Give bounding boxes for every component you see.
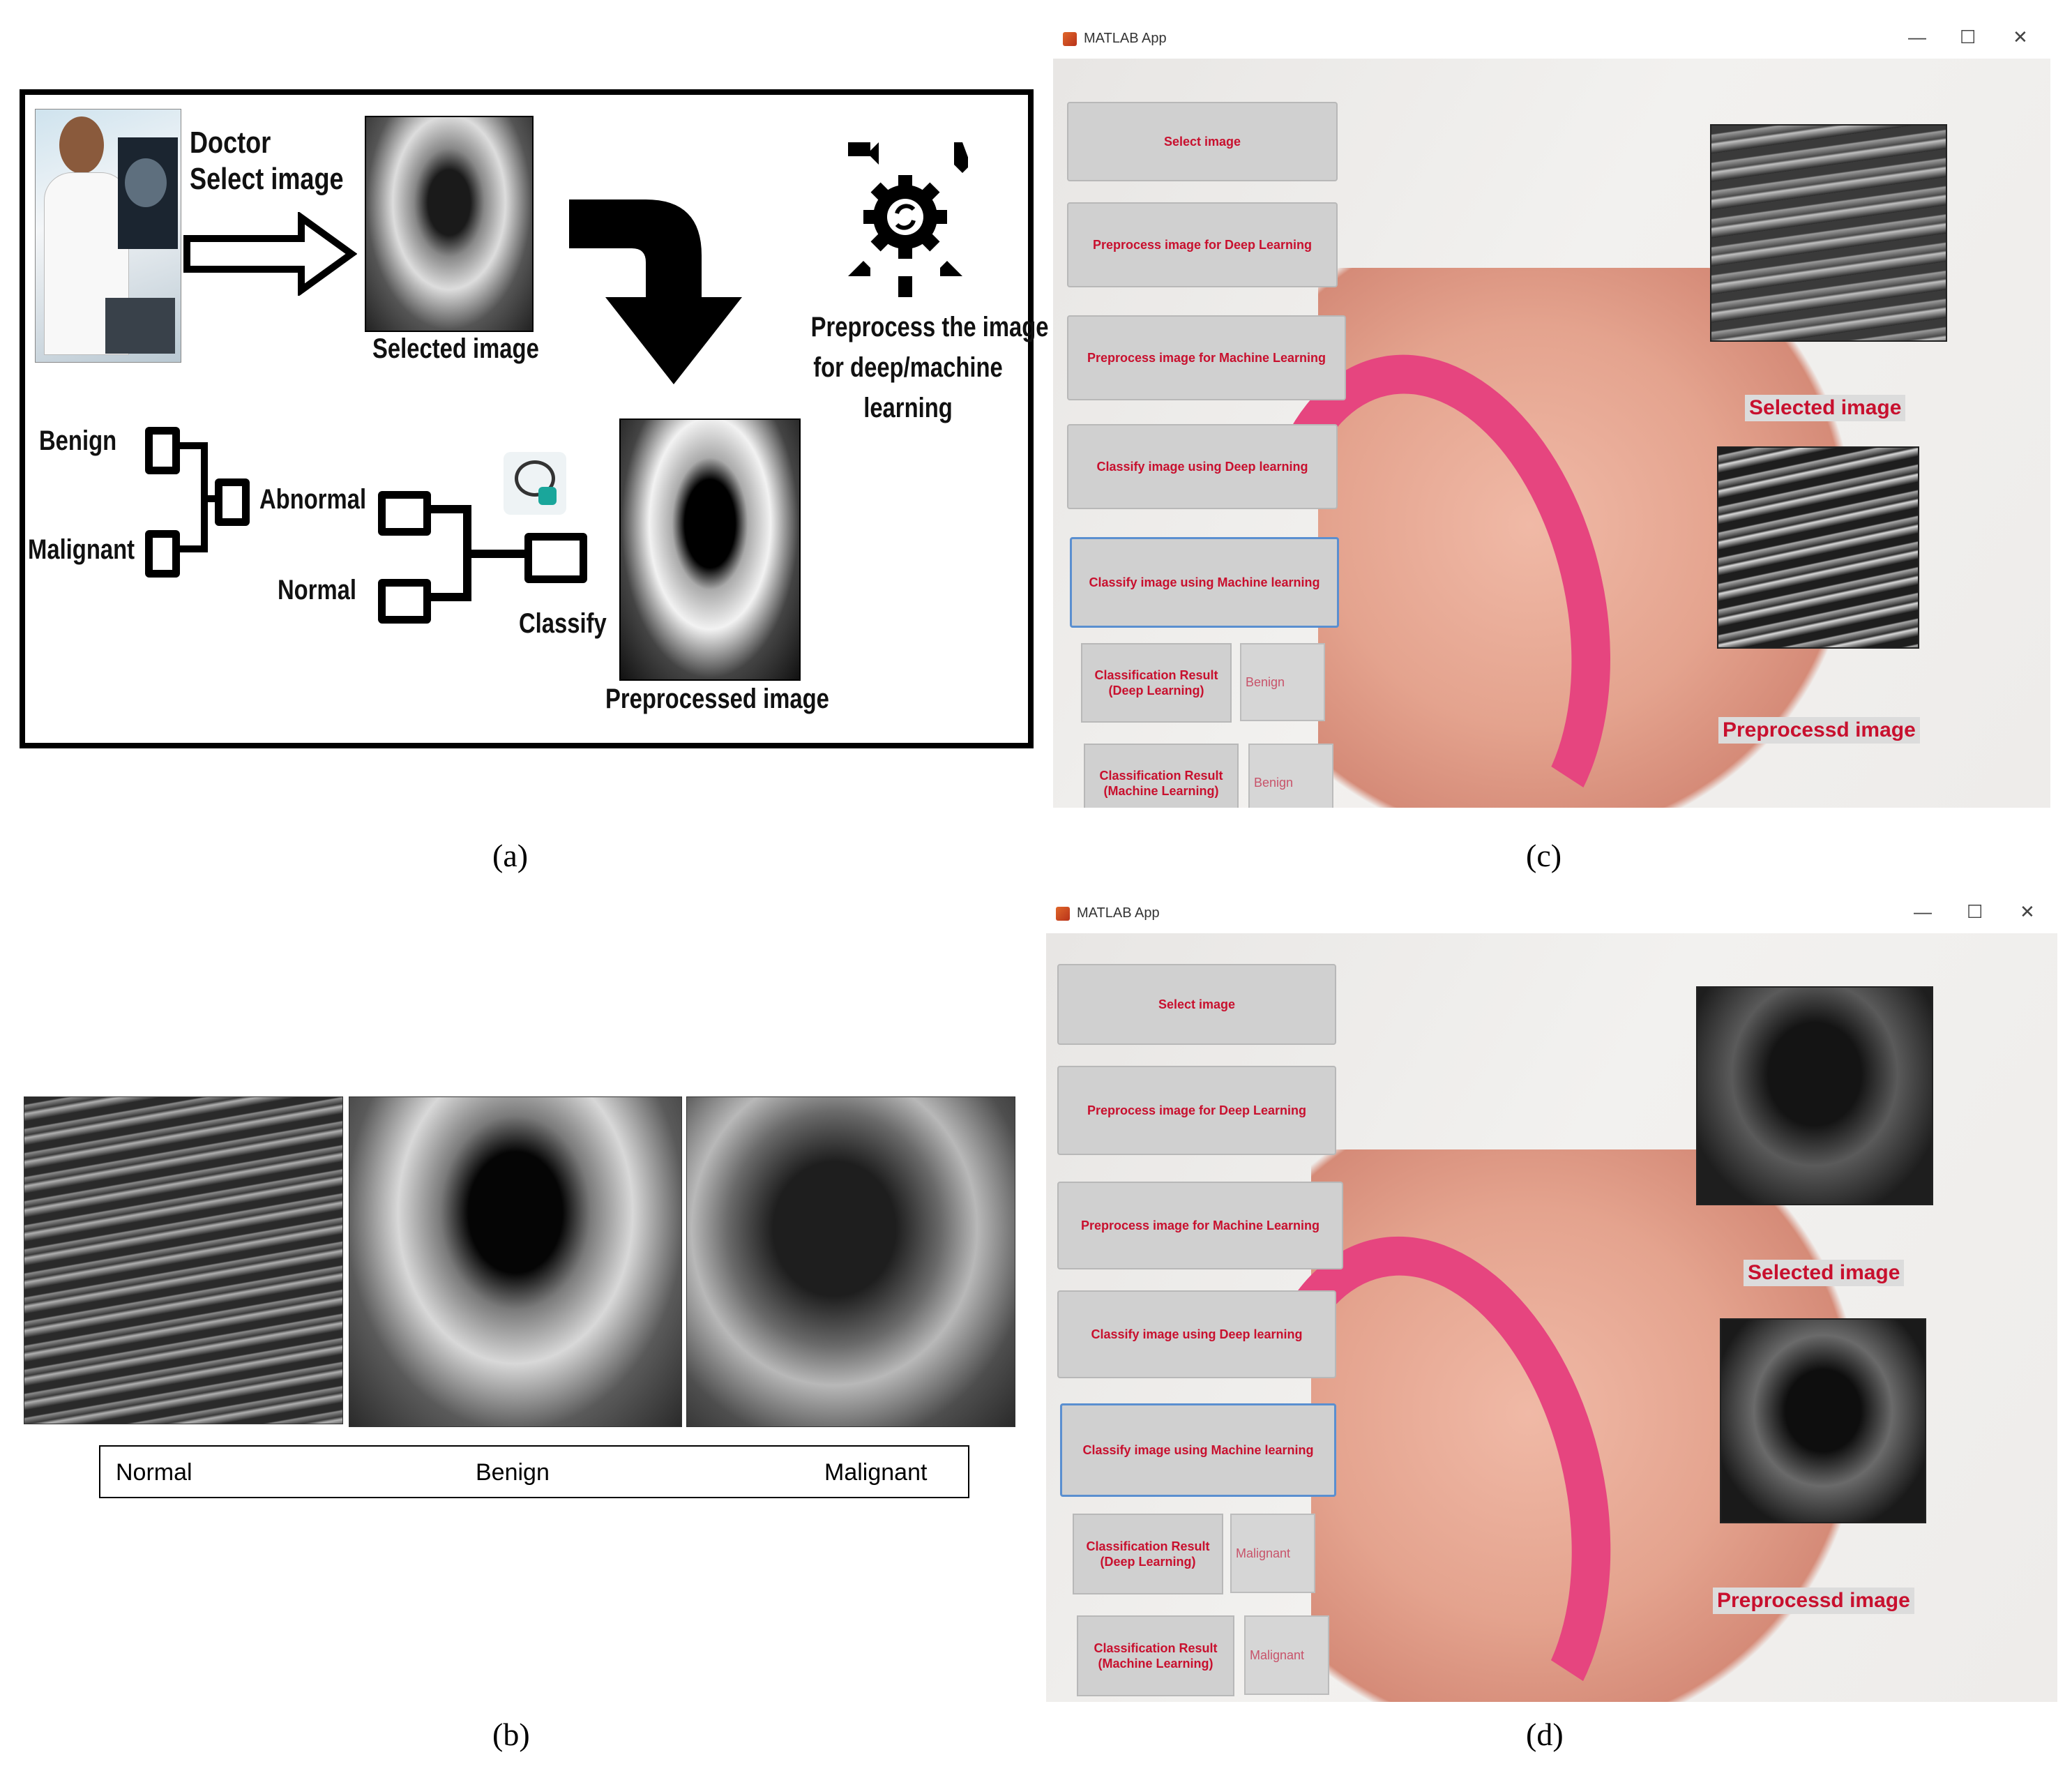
selected-ultrasound-image [365,116,534,332]
preprocess-caption: Preprocess the image for deep/machine le… [810,312,1049,423]
matlab-app-window-d: MATLAB App — ☐ ✕ Select image Preprocess… [1046,894,2057,1702]
app-canvas: Select image Preprocess image for Deep L… [1053,59,2050,808]
selected-image-display [1710,124,1947,342]
selected-image-caption: Selected image [1744,1260,1905,1286]
curved-arrow-down-icon [569,199,742,384]
class-labels-bar: Normal Benign Malignant [99,1445,969,1498]
window-title: MATLAB App [1077,905,1160,921]
preprocess-deep-learning-button[interactable]: Preprocess image for Deep Learning [1067,202,1338,287]
classification-result-machine-value: Benign [1248,744,1333,808]
select-image-button[interactable]: Select image [1067,102,1338,181]
matlab-logo-icon [1063,32,1077,46]
subfigure-label-c: (c) [1526,838,1562,873]
classification-result-machine-value: Malignant [1244,1615,1329,1695]
classify-machine-learning-button[interactable]: Classify image using Machine learning [1060,1403,1336,1497]
classification-result-machine-label: Classification Result (Machine Learning) [1084,744,1239,808]
select-image-label: Select image [190,162,344,196]
benign-ultrasound-image [349,1096,682,1427]
workflow-diagram: Doctor Select image Selected image Prepr… [20,89,1049,748]
classification-result-deep-label: Classification Result (Deep Learning) [1073,1514,1223,1594]
benign-class-label: Benign [476,1459,550,1486]
classification-result-deep-value: Benign [1240,643,1325,721]
matlab-app-window-c: MATLAB App — ☐ ✕ Select image Preprocess… [1053,20,2050,808]
subfigure-label-b: (b) [492,1717,530,1752]
minimize-button[interactable]: — [1914,901,1932,922]
classify-deep-learning-button[interactable]: Classify image using Deep learning [1057,1290,1336,1378]
select-image-button[interactable]: Select image [1057,964,1336,1045]
minimize-button[interactable]: — [1908,27,1926,47]
tree-diagram-icon [25,95,587,624]
preprocessed-image-display [1717,446,1919,649]
subfigure-label-a: (a) [492,838,529,873]
classify-deep-learning-button[interactable]: Classify image using Deep learning [1067,424,1338,509]
classification-result-deep-label: Classification Result (Deep Learning) [1081,643,1232,723]
preprocess-machine-learning-button[interactable]: Preprocess image for Machine Learning [1057,1182,1343,1269]
normal-label: Normal [278,575,357,605]
preprocessed-image-caption: Preprocessd image [1713,1588,1914,1614]
preprocess-machine-learning-button[interactable]: Preprocess image for Machine Learning [1067,315,1346,400]
maximize-button[interactable]: ☐ [1967,901,1983,922]
classify-label: Classify [519,608,607,639]
matlab-logo-icon [1056,907,1070,921]
malignant-ultrasound-image [686,1096,1015,1427]
classify-machine-learning-button[interactable]: Classify image using Machine learning [1070,537,1339,628]
doctor-label: Doctor [190,126,271,160]
malignant-class-label: Malignant [824,1459,928,1486]
window-title: MATLAB App [1084,31,1167,46]
preprocessed-image-display [1720,1318,1926,1523]
close-button[interactable]: ✕ [2013,27,2028,47]
classification-result-machine-label: Classification Result (Machine Learning) [1077,1615,1234,1696]
ai-brain-icon [504,452,566,515]
title-bar: MATLAB App — ☐ ✕ [1046,894,2057,935]
abnormal-label: Abnormal [259,484,367,515]
preprocessed-image-caption: Preprocessd image [1718,717,1920,744]
malignant-label: Malignant [28,534,135,565]
selected-image-caption: Selected image [372,333,539,364]
app-canvas: Select image Preprocess image for Deep L… [1046,933,2057,1702]
gear-icon [848,142,968,297]
benign-label: Benign [39,425,117,456]
classification-result-deep-value: Malignant [1230,1514,1315,1593]
doctor-photo [35,109,181,363]
normal-ultrasound-image [24,1096,343,1424]
close-button[interactable]: ✕ [2020,901,2035,922]
subfigure-label-d: (d) [1526,1717,1564,1752]
title-bar: MATLAB App — ☐ ✕ [1053,20,2050,60]
arrow-right-icon [183,212,357,296]
preprocessed-image-caption: Preprocessed image [605,684,829,714]
normal-class-label: Normal [116,1459,192,1486]
selected-image-caption: Selected image [1745,395,1906,421]
preprocess-deep-learning-button[interactable]: Preprocess image for Deep Learning [1057,1066,1336,1155]
preprocessed-ultrasound-image [619,419,801,681]
maximize-button[interactable]: ☐ [1960,27,1976,47]
selected-image-display [1696,986,1933,1205]
